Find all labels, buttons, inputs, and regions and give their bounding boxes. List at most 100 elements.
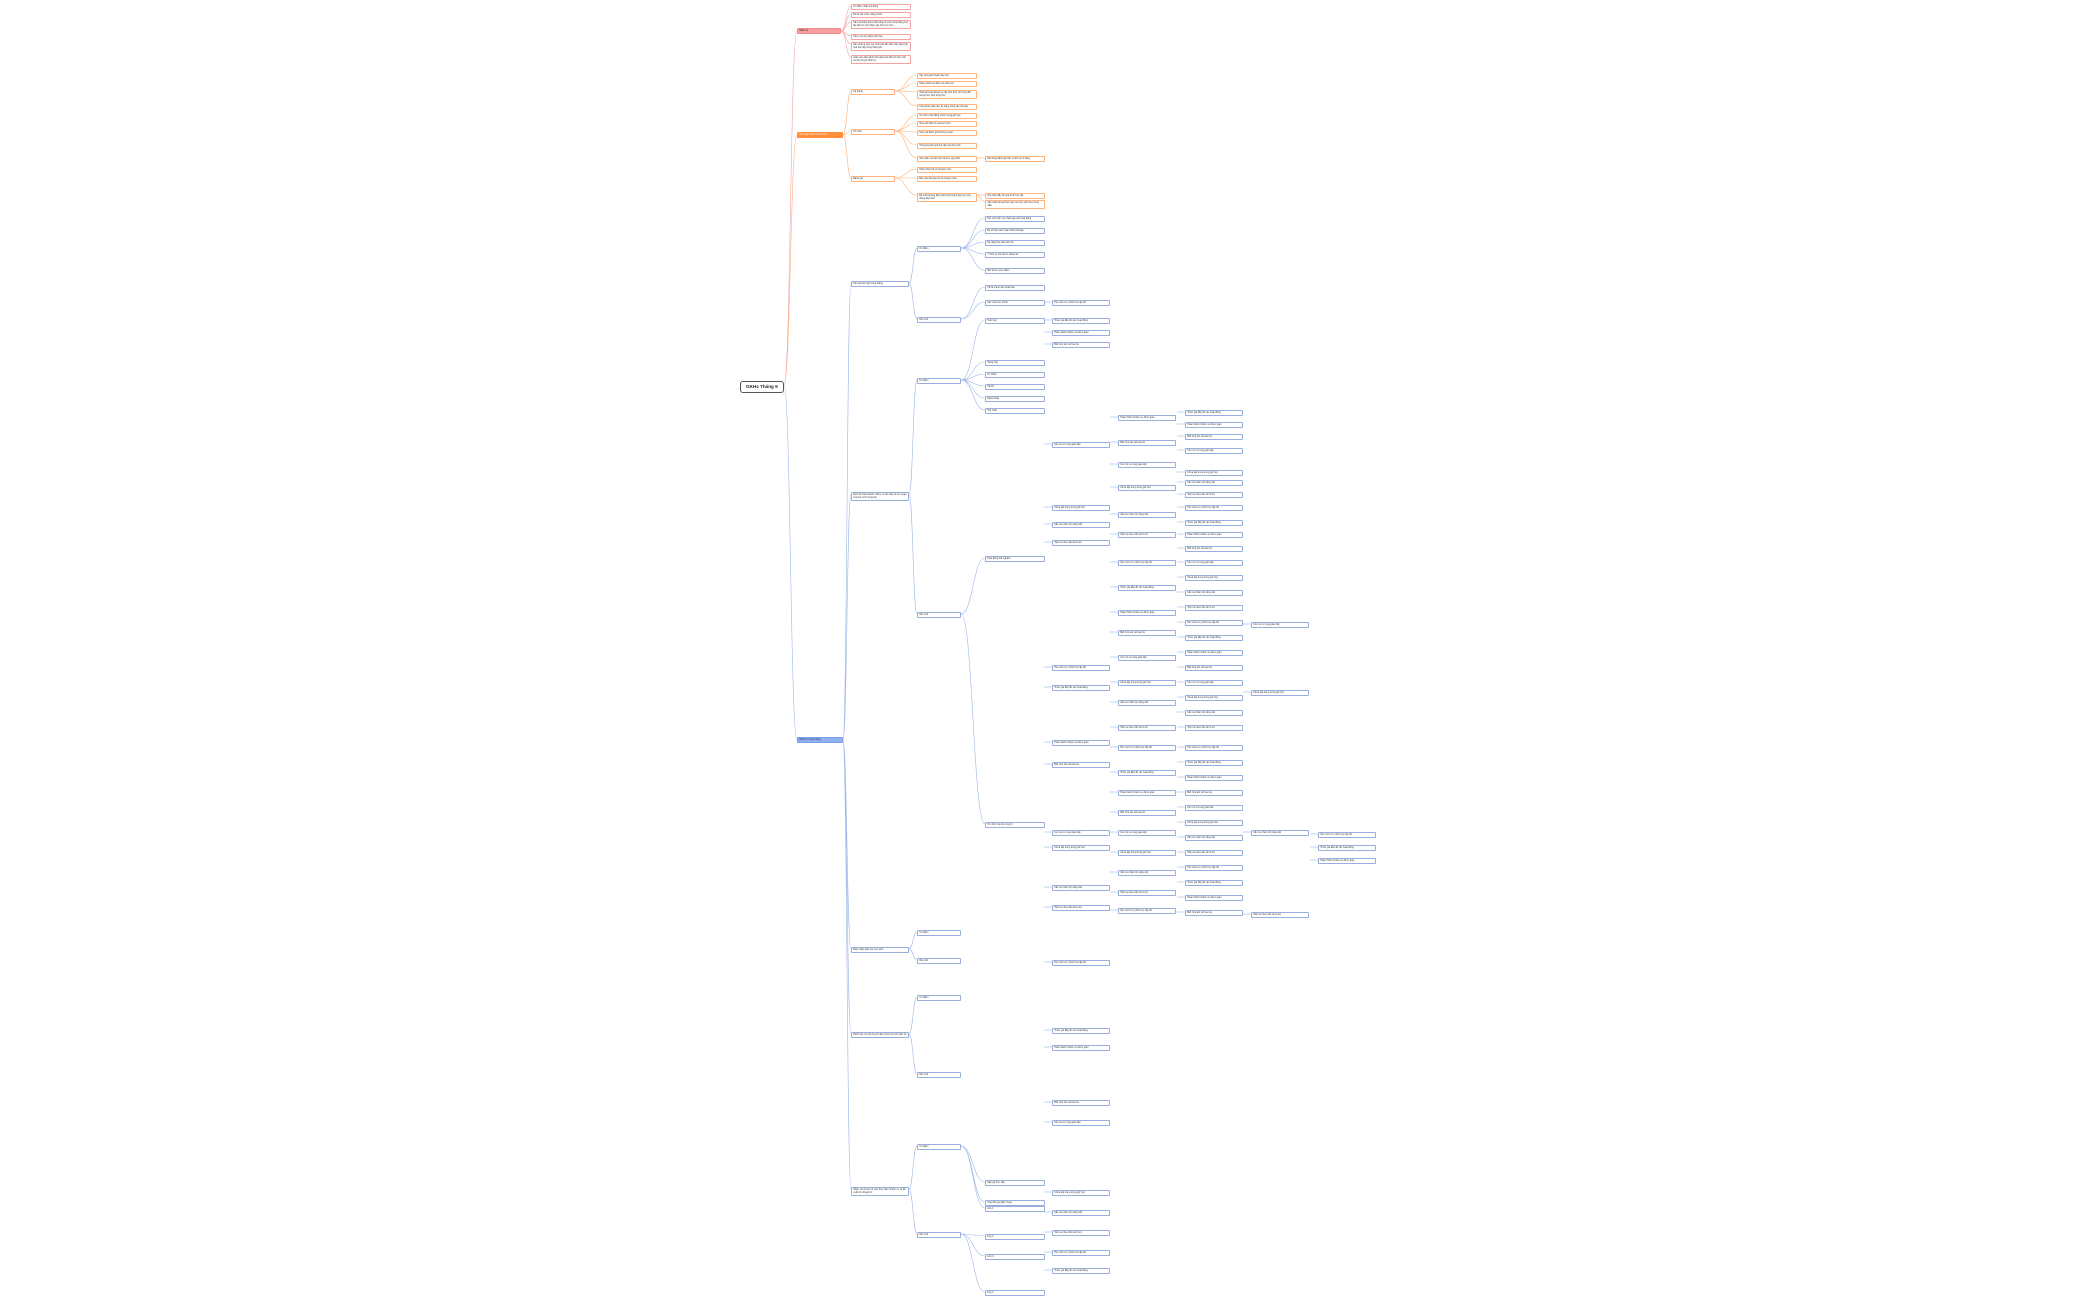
orange-item[interactable]: Xây dựng kế hoạch dạy học — [917, 73, 977, 80]
blue-leaf[interactable]: Hoàn thành nhiệm vụ được giao — [1185, 422, 1243, 429]
blue-level4[interactable]: Kỹ năng đọc hiểu tiến bộ — [985, 240, 1045, 247]
blue-leaf[interactable]: Tham gia đầy đủ các hoạt động — [1118, 770, 1176, 777]
blue-leaf[interactable]: Chưa tập trung trong giờ học — [1185, 695, 1243, 702]
blue-level4[interactable]: Học sinh tích cực tham gia các hoạt động — [985, 216, 1045, 223]
blue-level4[interactable]: Các môn học chính — [985, 300, 1045, 307]
blue-leaf[interactable]: Hoàn thành nhiệm vụ được giao — [1052, 1045, 1110, 1052]
blue-leaf[interactable]: Chưa tập trung trong giờ học — [1052, 845, 1110, 852]
blue-leaf[interactable]: Học sinh có ý thức học tập tốt — [1185, 745, 1243, 752]
blue-leaf[interactable]: Cần rèn thêm kỹ năng viết — [1052, 522, 1110, 529]
orange-item[interactable]: Hoàn thiện hồ sơ chuyên môn — [917, 167, 977, 174]
blue-level4[interactable]: Đa số học sinh hoàn thành bài tập — [985, 228, 1045, 235]
blue-level2[interactable]: Nhận xét chung về việc thực hiện nhiệm v… — [851, 1187, 909, 1196]
red-item[interactable]: Cần cải thiện thêm khả năng tổ chức hoạt… — [851, 20, 911, 29]
blue-leaf[interactable]: Cần rèn thêm kỹ năng viết — [1185, 480, 1243, 487]
blue-level4[interactable]: Xã hội — [985, 384, 1045, 391]
blue-leaf[interactable]: Còn rụt rè trong giao tiếp — [1052, 1120, 1110, 1127]
blue-level3[interactable]: Hạn chế — [917, 612, 961, 619]
blue-leaf[interactable]: Biết hợp tác với bạn bè — [1118, 630, 1176, 637]
blue-leaf[interactable]: Còn rụt rè trong giao tiếp — [1251, 622, 1309, 629]
blue-leaf[interactable]: Cần rèn thêm kỹ năng viết — [1052, 885, 1110, 892]
red-item[interactable]: Nêu những việc học sinh cần làm để hoàn … — [851, 42, 911, 51]
blue-leaf[interactable]: Tham gia đầy đủ các hoạt động — [1185, 410, 1243, 417]
blue-leaf[interactable]: Hoàn thành nhiệm vụ được giao — [1185, 895, 1243, 902]
blue-leaf[interactable]: Tham gia đầy đủ các hoạt động — [1118, 585, 1176, 592]
blue-level4[interactable]: Lớp 1 — [985, 1206, 1045, 1213]
orange-item[interactable]: Ghi nhận xét vào học bạ theo quy định — [917, 156, 977, 163]
blue-leaf[interactable]: Tham gia đầy đủ các hoạt động — [1185, 635, 1243, 642]
blue-level2[interactable]: Mức độ hoàn thành nhiệm vụ học tập và rè… — [851, 492, 909, 501]
blue-level3[interactable]: Ưu điểm — [917, 378, 961, 385]
blue-leaf[interactable]: Chưa tập trung trong giờ học — [1118, 680, 1176, 687]
orange-subitem[interactable]: Nội dung đánh giá cần cụ thể và rõ ràng — [985, 156, 1045, 163]
orange-item[interactable]: Đề xuất hướng điều chỉnh kế hoạch dạy họ… — [917, 193, 977, 202]
blue-leaf[interactable]: Chưa tập trung trong giờ học — [1052, 1190, 1110, 1197]
orange-label[interactable]: Đánh giá — [851, 176, 895, 183]
blue-leaf[interactable]: Hoàn thành nhiệm vụ được giao — [1185, 650, 1243, 657]
blue-leaf[interactable]: Học sinh có ý thức học tập tốt — [1185, 505, 1243, 512]
blue-leaf[interactable]: Tiếp tục theo dõi và hỗ trợ — [1185, 725, 1243, 732]
blue-leaf[interactable]: Hoàn thành nhiệm vụ được giao — [1118, 790, 1176, 797]
blue-level4[interactable]: Hoạt động trải nghiệm — [985, 556, 1045, 563]
blue-leaf[interactable]: Biết hợp tác với bạn bè — [1185, 790, 1243, 797]
blue-leaf[interactable]: Tham gia đầy đủ các hoạt động — [1185, 520, 1243, 527]
blue-leaf[interactable]: Tham gia đầy đủ các hoạt động — [1052, 1268, 1110, 1275]
branch-node-chuong-trinh[interactable]: Chương trình Tổ chức học — [797, 132, 843, 139]
blue-level3[interactable]: Ưu điểm — [917, 995, 961, 1002]
orange-subitem[interactable]: Ghi chép đầy đủ quá trình học tập — [985, 193, 1045, 200]
orange-item[interactable]: Tổng hợp kết quả học tập của học sinh — [917, 143, 977, 150]
blue-leaf[interactable]: Tiếp tục theo dõi và hỗ trợ — [1185, 850, 1243, 857]
blue-leaf[interactable]: Tham gia đầy đủ các hoạt động — [1052, 685, 1110, 692]
blue-leaf[interactable]: Còn rụt rè trong giao tiếp — [1118, 830, 1176, 837]
blue-level3[interactable]: Hạn chế — [917, 317, 961, 324]
blue-level2[interactable]: Kết quả học tập trong tháng — [851, 281, 909, 288]
blue-leaf[interactable]: Tiếp tục theo dõi và hỗ trợ — [1118, 725, 1176, 732]
blue-leaf[interactable]: Tham gia đầy đủ các hoạt động — [1185, 760, 1243, 767]
blue-leaf[interactable]: Tham gia đầy đủ các hoạt động — [1052, 1028, 1110, 1035]
blue-level4[interactable]: Một số em còn chậm — [985, 268, 1045, 275]
blue-level4[interactable]: Trao đổi qua điện thoại — [985, 1200, 1045, 1207]
blue-level4[interactable]: Lớp 3 — [985, 1254, 1045, 1261]
blue-leaf[interactable]: Tiếp tục theo dõi và hỗ trợ — [1185, 492, 1243, 499]
blue-leaf[interactable]: Học sinh có ý thức học tập tốt — [1052, 665, 1110, 672]
blue-leaf[interactable]: Biết hợp tác với bạn bè — [1185, 434, 1243, 441]
blue-leaf[interactable]: Hoàn thành nhiệm vụ được giao — [1052, 330, 1110, 337]
blue-level4[interactable]: Tự nhiên — [985, 372, 1045, 379]
blue-leaf[interactable]: Tiếp tục theo dõi và hỗ trợ — [1052, 540, 1110, 547]
orange-item[interactable]: Hoàn thành sổ điểm và nhận xét — [917, 81, 977, 88]
blue-level3[interactable]: Hạn chế — [917, 1232, 961, 1239]
blue-leaf[interactable]: Học sinh có ý thức học tập tốt — [1052, 1250, 1110, 1257]
blue-leaf[interactable]: Biết hợp tác với bạn bè — [1185, 546, 1243, 553]
blue-leaf[interactable]: Biết hợp tác với bạn bè — [1185, 665, 1243, 672]
blue-leaf[interactable]: Học sinh có ý thức học tập tốt — [1185, 620, 1243, 627]
blue-leaf[interactable]: Học sinh có ý thức học tập tốt — [1318, 832, 1376, 839]
blue-leaf[interactable]: Biết hợp tác với bạn bè — [1185, 910, 1243, 917]
blue-level4[interactable]: Toán học — [985, 318, 1045, 325]
blue-level3[interactable]: Hạn chế — [917, 958, 961, 965]
blue-leaf[interactable]: Còn rụt rè trong giao tiếp — [1052, 442, 1110, 449]
blue-leaf[interactable]: Biết hợp tác với bạn bè — [1052, 1100, 1110, 1107]
branch-node-phan-tich[interactable]: Phân tích hoạt động — [797, 737, 843, 744]
blue-leaf[interactable]: Cần rèn thêm kỹ năng viết — [1118, 870, 1176, 877]
orange-item[interactable]: Kiểm tra đánh giá thường xuyên — [917, 130, 977, 137]
blue-level3[interactable]: Hạn chế — [917, 1072, 961, 1079]
blue-leaf[interactable]: Còn rụt rè trong giao tiếp — [1185, 448, 1243, 455]
blue-leaf[interactable]: Chưa tập trung trong giờ học — [1185, 470, 1243, 477]
blue-leaf[interactable]: Hoàn thành nhiệm vụ được giao — [1185, 532, 1243, 539]
branch-node-nhac-lai[interactable]: Nhắc lại — [797, 28, 841, 35]
blue-level4[interactable]: Tổ chức họp phụ huynh — [985, 822, 1045, 829]
blue-leaf[interactable]: Chưa tập trung trong giờ học — [1185, 575, 1243, 582]
blue-leaf[interactable]: Tiếp tục theo dõi và hỗ trợ — [1052, 905, 1110, 912]
blue-leaf[interactable]: Hoàn thành nhiệm vụ được giao — [1185, 775, 1243, 782]
blue-leaf[interactable]: Hoàn thành nhiệm vụ được giao — [1118, 415, 1176, 422]
blue-leaf[interactable]: Học sinh có ý thức học tập tốt — [1118, 908, 1176, 915]
blue-leaf[interactable]: Chưa tập trung trong giờ học — [1118, 485, 1176, 492]
blue-leaf[interactable]: Biết hợp tác với bạn bè — [1052, 762, 1110, 769]
red-item[interactable]: Mô tả các chức năng chính — [851, 12, 911, 19]
blue-level3[interactable]: Ưu điểm — [917, 246, 961, 253]
blue-leaf[interactable]: Còn rụt rè trong giao tiếp — [1118, 462, 1176, 469]
blue-leaf[interactable]: Còn rụt rè trong giao tiếp — [1185, 560, 1243, 567]
blue-level3[interactable]: Ưu điểm — [917, 930, 961, 937]
blue-level4[interactable]: Lớp 2 — [985, 1234, 1045, 1241]
blue-level4[interactable]: Ý thức tự học được nâng cao — [985, 252, 1045, 259]
